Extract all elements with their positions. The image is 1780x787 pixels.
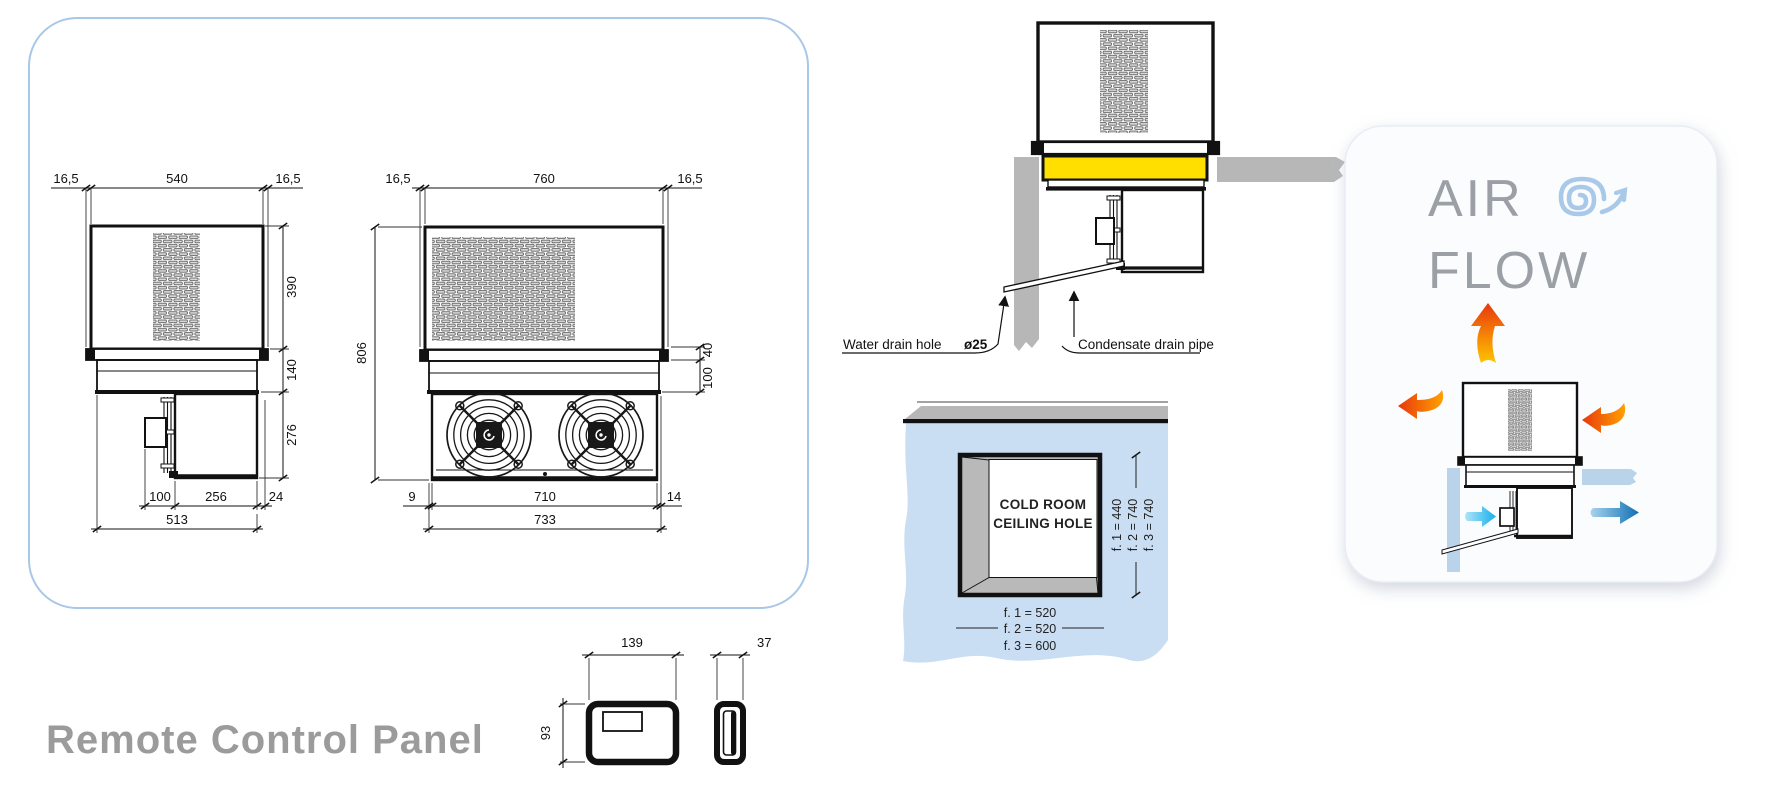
- drain-connector: [1095, 217, 1115, 245]
- hole-height-dim: f. 1 = 440: [1110, 499, 1124, 552]
- dim-label: 100: [149, 489, 171, 504]
- front-view: 16,5 760 16,5 806 40 100 9 710 14 733: [354, 171, 715, 533]
- dim-label: 540: [166, 171, 188, 186]
- water-drain-diameter: ø25: [964, 337, 988, 352]
- condensate-drain-pipe: [1003, 260, 1125, 293]
- remote-control-panel: Remote Control Panel: [46, 635, 771, 768]
- leader-underline-condensate: [1061, 345, 1200, 354]
- wall-left: [1014, 157, 1039, 351]
- wall-left-blue: [1447, 468, 1460, 572]
- warm-air-up-arrow: [1471, 303, 1505, 363]
- airflow-title-air: AIR: [1428, 170, 1524, 228]
- dim-label: 710: [534, 489, 556, 504]
- dim-label: 16,5: [275, 171, 300, 186]
- dim-label: 16,5: [53, 171, 78, 186]
- ceiling-gasket: [1041, 154, 1209, 182]
- dim-label: 14: [667, 489, 681, 504]
- hole-title-line2: CEILING HOLE: [993, 516, 1093, 531]
- dim-label: 40: [700, 343, 715, 357]
- hole-width-dim: f. 1 = 520: [1004, 606, 1057, 620]
- dim-label: 16,5: [677, 171, 702, 186]
- drain-connector: [144, 417, 167, 448]
- coil-fins-hatch: [1100, 30, 1148, 133]
- airflow-unit: [1441, 381, 1583, 555]
- airflow-panel-card: [1344, 125, 1718, 583]
- leader-water-drain: [842, 295, 1009, 354]
- dim-label: 733: [534, 512, 556, 527]
- airflow-panel: AIR FLOW: [1344, 125, 1718, 583]
- dim-label: 513: [166, 512, 188, 527]
- cold-air-out-arrow: [1590, 501, 1639, 524]
- dim-label: 139: [621, 635, 643, 650]
- dim-label: 37: [757, 635, 771, 650]
- hole-height-dim: f. 3 = 740: [1142, 499, 1156, 552]
- dim-label: 256: [205, 489, 227, 504]
- dim-label: 9: [408, 489, 415, 504]
- side-view: 16,5 540 16,5 390 140 276 100 256 24 513: [51, 171, 303, 533]
- dim-label: 100: [700, 367, 715, 389]
- installation-section-view: Water drain hole ø25 Condensate drain pi…: [842, 21, 1345, 354]
- remote-panel-title: Remote Control Panel: [46, 718, 484, 762]
- dim-label: 140: [284, 359, 299, 381]
- ceiling-right-blue: [1582, 469, 1637, 485]
- ceiling-hole-view: COLD ROOM CEILING HOLE f. 1 = 440 f. 2 =…: [903, 401, 1168, 663]
- ceiling-right: [1217, 157, 1345, 182]
- dim-label: 806: [354, 342, 369, 364]
- dim-label: 276: [284, 424, 299, 446]
- dim-label: 16,5: [385, 171, 410, 186]
- airflow-title-flow: FLOW: [1428, 242, 1590, 300]
- hole-title-line1: COLD ROOM: [1000, 497, 1087, 512]
- hole-opening: [988, 459, 1098, 578]
- hole-width-dim: f. 3 = 600: [1004, 639, 1057, 653]
- dim-label: 24: [269, 489, 283, 504]
- water-drain-label: Water drain hole: [843, 337, 942, 352]
- drawings-panel-border: [28, 17, 809, 609]
- coil-fins-hatch: [432, 237, 575, 341]
- condensate-label: Condensate drain pipe: [1078, 337, 1214, 352]
- coil-fins-hatch: [153, 233, 200, 341]
- dim-label: 390: [284, 276, 299, 298]
- hole-height-dim: f. 2 = 740: [1126, 499, 1140, 552]
- hole-width-dim: f. 2 = 520: [1004, 622, 1057, 636]
- air-swirl-icon: [1558, 176, 1628, 217]
- panel-display: [602, 711, 643, 732]
- warm-air-right-arrow: [1582, 403, 1626, 433]
- warm-air-left-arrow: [1398, 390, 1444, 419]
- ceiling-edge: [905, 406, 1168, 419]
- dim-label: 93: [538, 726, 553, 740]
- cold-air-in-arrow: [1465, 506, 1496, 527]
- dim-label: 760: [533, 171, 555, 186]
